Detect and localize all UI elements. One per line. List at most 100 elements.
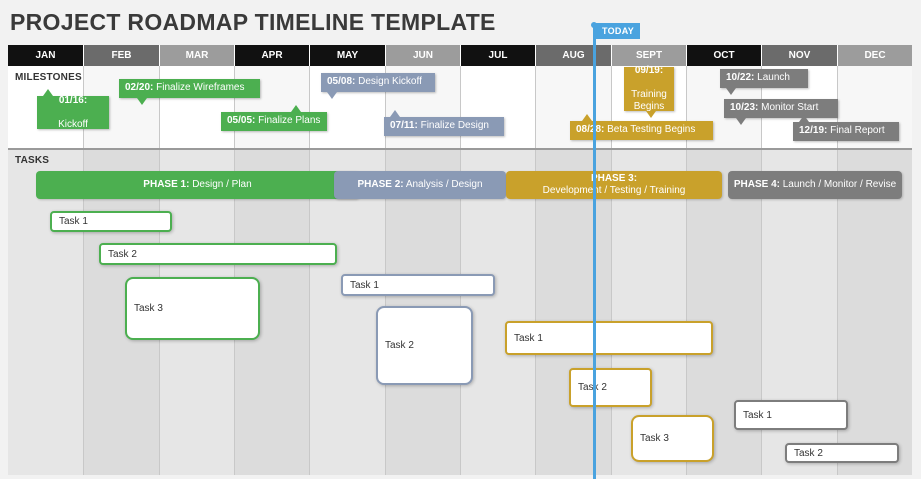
month-may: MAY bbox=[309, 45, 385, 66]
milestone-date: 01/16: bbox=[58, 94, 88, 106]
today-line bbox=[593, 27, 596, 479]
milestone-1: 01/16: Kickoff bbox=[37, 94, 109, 130]
phase-2-bar: PHASE 2: Analysis / Design bbox=[334, 171, 506, 199]
milestone-text: Finalize Wireframes bbox=[153, 82, 245, 93]
task-label: Task 1 bbox=[514, 332, 543, 344]
today-badge: TODAY bbox=[596, 23, 640, 39]
milestone-7: 08/28: Beta Testing Begins bbox=[570, 121, 713, 140]
milestone-8: 10/22: Launch bbox=[720, 69, 808, 88]
task-column-bg bbox=[535, 150, 611, 475]
milestone-date: 05/08: bbox=[327, 76, 356, 87]
month-nov: NOV bbox=[761, 45, 837, 66]
month-apr: APR bbox=[234, 45, 309, 66]
today-dot bbox=[591, 22, 597, 28]
task-column-bg bbox=[837, 150, 912, 475]
milestone-pointer bbox=[43, 89, 53, 96]
month-gridline bbox=[761, 66, 762, 475]
task-bar: Task 1 bbox=[50, 211, 172, 232]
milestone-date: 10/22: bbox=[726, 72, 755, 83]
month-gridline bbox=[309, 66, 310, 475]
phase-4-bar: PHASE 4: Launch / Monitor / Revise bbox=[728, 171, 902, 199]
task-label: Task 2 bbox=[108, 248, 137, 260]
month-jan: JAN bbox=[8, 45, 83, 66]
milestone-pointer bbox=[736, 118, 746, 125]
task-bar: Task 2 bbox=[785, 443, 899, 463]
task-bar: Task 3 bbox=[631, 415, 714, 462]
month-gridline bbox=[234, 66, 235, 475]
month-gridline bbox=[535, 66, 536, 475]
milestone-pointer bbox=[726, 88, 736, 95]
milestone-text: Launch bbox=[754, 72, 790, 83]
task-bar: Task 1 bbox=[341, 274, 495, 296]
milestone-9: 10/23: Monitor Start bbox=[724, 99, 838, 118]
milestone-date: 08/28: bbox=[576, 124, 605, 135]
milestone-pointer bbox=[327, 92, 337, 99]
milestone-pointer bbox=[646, 111, 656, 118]
task-label: Task 2 bbox=[578, 382, 607, 393]
milestone-text: Beta Testing Begins bbox=[604, 124, 696, 135]
month-gridline bbox=[460, 66, 461, 475]
milestone-5: 07/11: Finalize Design bbox=[384, 117, 504, 136]
milestone-date: 02/20: bbox=[125, 82, 154, 93]
month-jul: JUL bbox=[460, 45, 535, 66]
task-label: Task 2 bbox=[794, 447, 823, 459]
task-bar: Task 2 bbox=[376, 306, 473, 385]
phase-label: PHASE 4: bbox=[733, 179, 780, 190]
milestone-4: 05/08: Design Kickoff bbox=[321, 73, 435, 92]
task-label: Task 2 bbox=[385, 340, 414, 351]
milestones-label: MILESTONES bbox=[15, 72, 82, 83]
task-label: Task 3 bbox=[640, 433, 669, 444]
month-gridline bbox=[83, 66, 84, 475]
milestone-date: 09/19: bbox=[634, 65, 664, 76]
month-dec: DEC bbox=[837, 45, 912, 66]
phase-text: Development / Testing / Training bbox=[542, 185, 686, 196]
month-gridline bbox=[159, 66, 160, 475]
task-column-bg bbox=[309, 150, 385, 475]
task-bar: Task 2 bbox=[569, 368, 652, 407]
milestone-text: Training Begins bbox=[631, 89, 667, 112]
month-gridline bbox=[837, 66, 838, 475]
milestone-date: 05/05: bbox=[227, 115, 256, 126]
milestone-pointer bbox=[137, 98, 147, 105]
phase-text: Launch / Monitor / Revise bbox=[782, 179, 897, 190]
task-bar: Task 1 bbox=[734, 400, 848, 430]
milestone-date: 07/11: bbox=[390, 120, 418, 131]
task-column-bg bbox=[8, 150, 83, 475]
tasks-label: TASKS bbox=[15, 155, 50, 166]
month-feb: FEB bbox=[83, 45, 159, 66]
milestone-text: Monitor Start bbox=[758, 102, 819, 113]
task-bar: Task 2 bbox=[99, 243, 337, 265]
milestone-text: Finalize Plans bbox=[255, 115, 321, 126]
phase-3-bar: PHASE 3:Development / Testing / Training bbox=[506, 171, 722, 199]
phase-1-bar: PHASE 1: Design / Plan bbox=[36, 171, 359, 199]
month-mar: MAR bbox=[159, 45, 234, 66]
milestone-pointer bbox=[390, 110, 400, 117]
milestone-text: Kickoff bbox=[58, 118, 88, 130]
month-gridline bbox=[385, 66, 386, 475]
milestone-text: Finalize Design bbox=[417, 120, 489, 131]
milestone-pointer bbox=[799, 115, 809, 122]
phase-text: Design / Plan bbox=[192, 179, 252, 190]
milestone-date: 12/19: bbox=[799, 125, 828, 136]
task-bar: Task 3 bbox=[125, 277, 260, 340]
task-bar: Task 1 bbox=[505, 321, 713, 355]
milestone-10: 12/19: Final Report bbox=[793, 122, 899, 141]
month-gridline bbox=[611, 66, 612, 475]
milestone-text: Final Report bbox=[827, 125, 885, 136]
milestone-2: 02/20: Finalize Wireframes bbox=[119, 79, 260, 98]
phase-label: PHASE 2: bbox=[357, 179, 404, 190]
section-divider bbox=[8, 148, 912, 150]
month-jun: JUN bbox=[385, 45, 460, 66]
task-label: Task 1 bbox=[350, 279, 379, 291]
milestone-3: 05/05: Finalize Plans bbox=[221, 112, 327, 131]
month-gridline bbox=[686, 66, 687, 475]
milestone-6: 09/19: Training Begins bbox=[624, 65, 674, 112]
milestone-pointer bbox=[291, 105, 301, 112]
task-label: Task 3 bbox=[134, 303, 163, 314]
milestone-text: Design Kickoff bbox=[355, 76, 422, 87]
page-title: PROJECT ROADMAP TIMELINE TEMPLATE bbox=[10, 9, 496, 35]
phase-label: PHASE 3: bbox=[590, 173, 638, 184]
milestone-pointer bbox=[582, 114, 592, 121]
